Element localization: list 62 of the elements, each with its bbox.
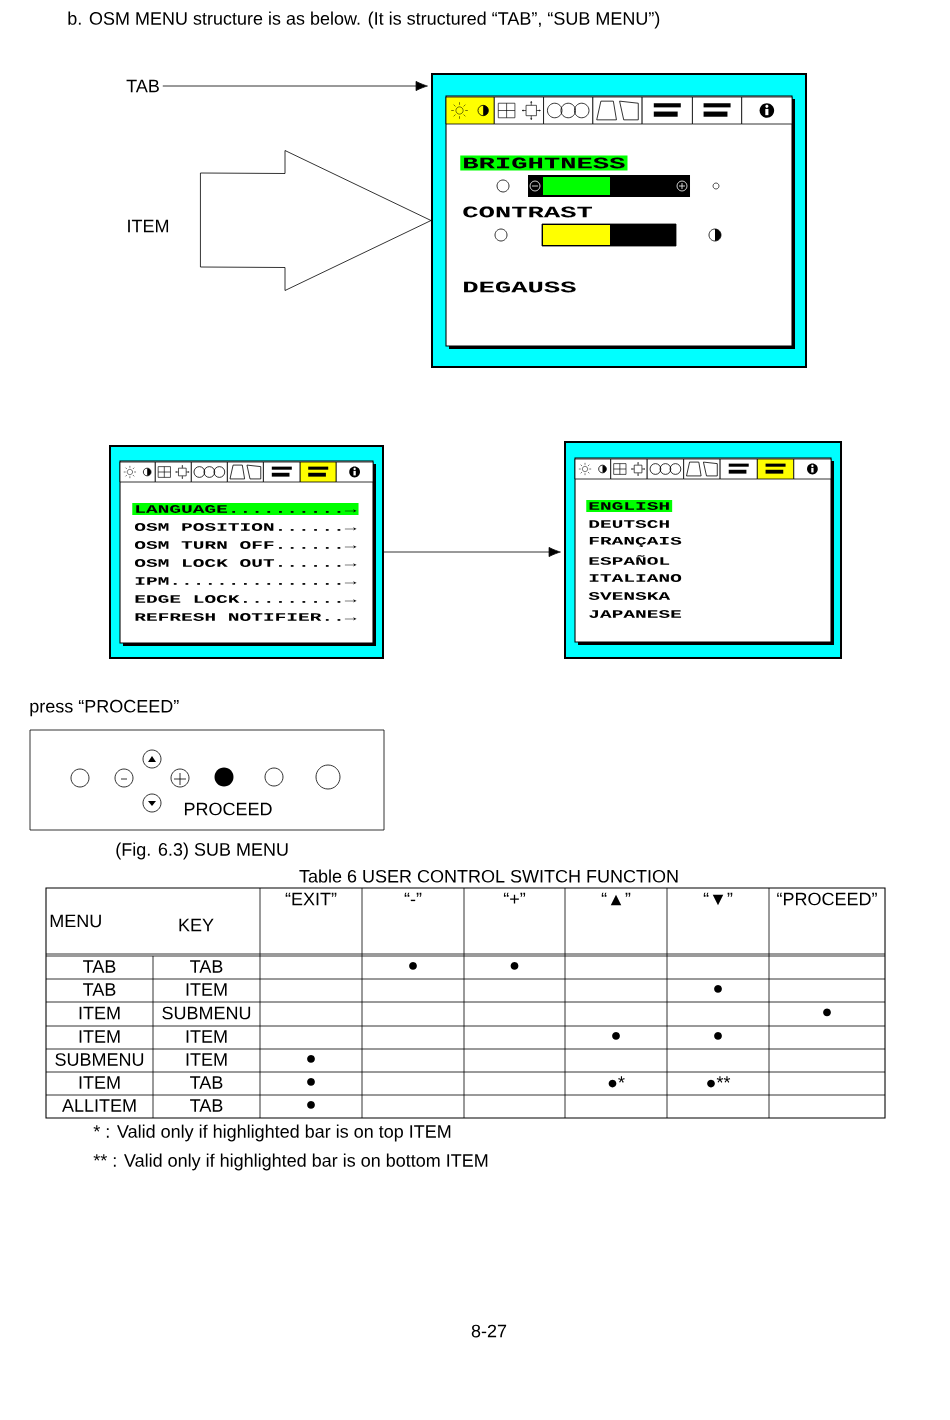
bullet-mark: ●: [714, 1032, 722, 1040]
menu-item: ESPAÑOL: [589, 555, 670, 565]
table-title: Table 6 USER CONTROL SWITCH FUNCTION: [299, 869, 678, 883]
menu-item: OSM LOCK OUT......→: [134, 559, 357, 567]
table-cell: TAB: [190, 1099, 223, 1112]
bullet-mark: ●: [714, 985, 722, 993]
column-header: “-”: [404, 892, 422, 902]
bullet-mark: ●: [510, 962, 519, 970]
menu-item: DEUTSCH: [589, 520, 669, 528]
table-cell: ITEM: [186, 983, 227, 996]
menu-item: DEGAUSS: [464, 281, 576, 293]
table-cell: ALLITEM: [62, 1099, 136, 1112]
bullet-mark: ●: [307, 1055, 315, 1063]
arrow: [162, 81, 428, 92]
column-header: MENU: [50, 914, 101, 928]
bullet-mark: ●: [823, 1008, 831, 1017]
table-cell: TAB: [190, 960, 223, 973]
highlighted-menu-item: ENGLISH: [586, 500, 673, 512]
menu-item: CONTRAST: [463, 206, 593, 218]
menu-item: ITALIANO: [589, 574, 682, 582]
table-cell: ITEM: [79, 1006, 120, 1020]
menu-item: OSM TURN OFF......→: [134, 541, 357, 549]
bullet-mark: ●: [307, 1078, 315, 1086]
column-header: “+”: [503, 892, 526, 904]
table-cell: TAB: [190, 1076, 223, 1089]
bullet-mark: ●: [612, 1032, 620, 1040]
button-label: PROCEED: [185, 802, 272, 816]
item-label: TAB: [126, 79, 159, 93]
footnote: ** : Valid only if highlighted bar is on bottom ITEM: [93, 1153, 488, 1171]
bullet-mark: ●: [409, 962, 417, 970]
highlighted-menu-item: LANGUAGE..........→: [132, 503, 359, 515]
menu-item: SVENSKA: [588, 592, 671, 600]
block-arrow: [200, 150, 432, 291]
table-cell: ITEM: [186, 1030, 227, 1043]
bullet-mark: ●**: [707, 1076, 731, 1088]
menu-item: IPM...............→: [135, 577, 357, 585]
menu-item: EDGE LOCK.........→: [135, 595, 357, 603]
table-cell: ITEM: [79, 1030, 120, 1043]
column-header: “PROCEED”: [777, 892, 877, 906]
table-cell: SUBMENU: [55, 1053, 144, 1066]
table-cell: TAB: [83, 960, 116, 973]
footnote: * : Valid only if highlighted bar is on top ITEM: [93, 1124, 451, 1142]
column-header: “EXIT”: [285, 892, 337, 906]
item-label: ITEM: [128, 219, 169, 233]
menu-item: REFRESH NOTIFIER..→: [135, 613, 357, 621]
page-title: b. OSM MENU structure is as below. (It is structured “TAB”, “SUB MENU”): [68, 11, 660, 29]
table-cell: SUBMENU: [162, 1006, 251, 1020]
column-header: KEY: [179, 918, 214, 932]
table-cell: ITEM: [186, 1053, 227, 1066]
table-cell: TAB: [83, 983, 116, 996]
menu-item: JAPANESE: [589, 610, 682, 618]
table-cell: ITEM: [79, 1076, 120, 1089]
page-number: 8-27: [471, 1324, 507, 1338]
column-header: “▼”: [703, 892, 733, 906]
bullet-mark: ●*: [608, 1076, 625, 1088]
menu-item: OSM POSITION......→: [134, 523, 357, 531]
menu-item: FRANÇAIS: [589, 536, 682, 548]
column-header: “▲”: [601, 892, 631, 906]
arrow: [383, 547, 561, 557]
figure-caption: (Fig. 6.3) SUB MENU: [116, 842, 288, 860]
bullet-mark: ●: [307, 1101, 315, 1109]
instruction-text: press “PROCEED”: [30, 699, 179, 717]
